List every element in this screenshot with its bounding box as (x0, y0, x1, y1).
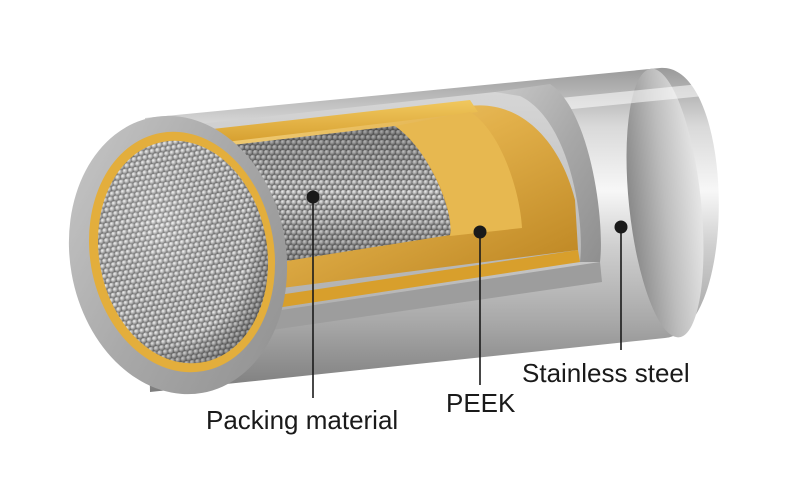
callout-packing-material: Packing material (206, 190, 398, 435)
peek-lower-rim (272, 250, 580, 308)
peek-top-rim (168, 100, 478, 148)
callout-peek: PEEK (446, 225, 516, 418)
label-stainless-steel: Stainless steel (522, 358, 690, 388)
callout-stainless-steel: Stainless steel (522, 220, 690, 388)
steel-cut-face (495, 84, 601, 262)
steel-lower-ledge (268, 262, 602, 330)
label-packing-material: Packing material (206, 405, 398, 435)
steel-tube-end-cap (626, 68, 704, 338)
label-peek: PEEK (446, 388, 516, 418)
peek-step (395, 112, 522, 236)
front-end-face (68, 115, 288, 395)
steel-highlight (560, 84, 704, 110)
